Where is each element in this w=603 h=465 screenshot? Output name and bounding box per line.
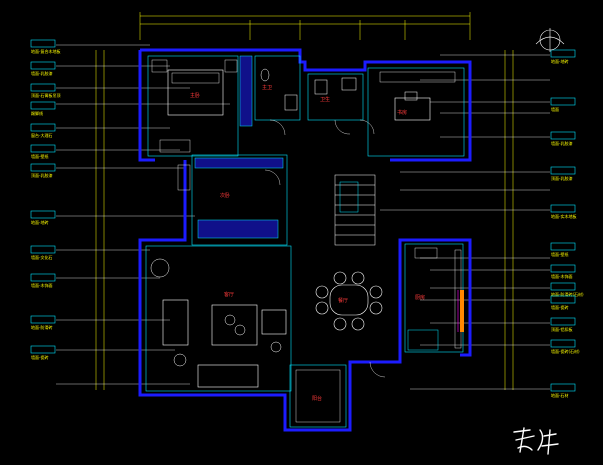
room-label-balcony: 阳台 <box>312 395 322 402</box>
room-label-study: 书房 <box>397 109 407 116</box>
right-tag: 地面-防滑砖(石材) <box>550 282 584 297</box>
room-label-kitchen: 厨房 <box>415 294 425 301</box>
right-tag-column: 地面-地砖 墙面 墙面-乳胶漆 顶面-乳胶漆 地面-实木地板 墙面-壁纸 墙面-… <box>550 49 584 398</box>
svg-text:墙面-壁纸: 墙面-壁纸 <box>31 153 48 159</box>
right-tag: 地面-地砖 <box>550 49 576 64</box>
second-bath: 卫生 <box>307 73 364 121</box>
left-tag: 地面-地砖 <box>30 210 56 225</box>
left-tag: 地面-防滑砖 <box>30 315 56 330</box>
master-bath: 主卫 <box>254 55 301 121</box>
left-tag: 顶面-石膏板吊顶 <box>30 83 60 98</box>
signature-logo <box>513 427 559 455</box>
svg-text:墙面-瓷砖: 墙面-瓷砖 <box>551 304 568 310</box>
door-swings <box>264 119 386 378</box>
svg-text:墙面-木饰面: 墙面-木饰面 <box>551 273 572 279</box>
svg-text:墙面-乳胶漆: 墙面-乳胶漆 <box>31 70 52 76</box>
dining-area: 餐厅 <box>315 271 383 331</box>
right-tag: 墙面-木饰面 <box>550 264 576 279</box>
kitchen: 厨房 <box>404 243 464 353</box>
svg-text:墙面-瓷砖: 墙面-瓷砖 <box>31 354 48 360</box>
left-tag: 踢脚线 <box>30 101 56 116</box>
room-label-master-bath: 主卫 <box>262 84 272 91</box>
svg-text:顶面-铝扣板: 顶面-铝扣板 <box>551 326 572 332</box>
study: 书房 <box>367 67 465 157</box>
right-tag: 地面-实木地板 <box>550 204 576 219</box>
left-tag: 窗台-大理石 <box>30 123 56 138</box>
left-tag: 墙面-文化石 <box>30 245 56 260</box>
north-arrow-icon <box>535 28 565 52</box>
svg-text:地面-防滑砖(石材): 地面-防滑砖(石材) <box>551 291 584 297</box>
master-bedroom: 主卧 <box>147 55 253 157</box>
svg-text:顶面-乳胶漆: 顶面-乳胶漆 <box>31 172 52 178</box>
svg-text:地面-地砖: 地面-地砖 <box>31 219 48 225</box>
svg-text:地面-地砖: 地面-地砖 <box>551 58 568 64</box>
leader-lines-left <box>56 44 230 385</box>
svg-text:窗台-大理石: 窗台-大理石 <box>31 132 52 138</box>
left-tag: 顶面-乳胶漆 <box>30 163 56 178</box>
svg-text:地面-防滑砖: 地面-防滑砖 <box>31 324 52 330</box>
second-bedroom: 次卧 <box>177 154 288 246</box>
svg-text:墙面-文化石: 墙面-文化石 <box>31 254 52 260</box>
stairs <box>334 174 376 246</box>
right-tag: 墙面-瓷砖(石材) <box>550 339 580 354</box>
right-tag: 顶面-乳胶漆 <box>550 166 576 181</box>
svg-text:顶面-乳胶漆: 顶面-乳胶漆 <box>551 175 572 181</box>
room-label-master-bedroom: 主卧 <box>190 92 200 99</box>
left-tag: 墙面-瓷砖 <box>30 345 56 360</box>
leader-lines-right <box>380 54 550 390</box>
svg-text:顶面-石膏板吊顶: 顶面-石膏板吊顶 <box>31 92 60 98</box>
svg-text:墙面-木饰面: 墙面-木饰面 <box>31 282 52 288</box>
svg-text:地面-石材: 地面-石材 <box>551 392 568 398</box>
right-tag: 地面-石材 <box>550 383 576 398</box>
right-tag: 墙面-乳胶漆 <box>550 131 576 146</box>
living-room: 客厅 <box>145 245 292 392</box>
svg-text:地面-复合木地板: 地面-复合木地板 <box>31 48 60 54</box>
room-label-living-room: 客厅 <box>224 291 234 298</box>
left-tag: 墙面-乳胶漆 <box>30 61 56 76</box>
left-tag: 墙面-壁纸 <box>30 144 56 159</box>
svg-text:墙面: 墙面 <box>551 106 559 112</box>
balcony: 阳台 <box>289 364 347 428</box>
left-tag: 地面-复合木地板 <box>30 39 60 54</box>
room-label-dining: 餐厅 <box>338 297 348 304</box>
svg-text:地面-实木地板: 地面-实木地板 <box>551 213 576 219</box>
top-dimension-lines <box>139 12 471 40</box>
right-tag: 墙面 <box>550 97 576 112</box>
left-tag: 墙面-木饰面 <box>30 273 56 288</box>
room-label-second-bedroom: 次卧 <box>220 192 230 199</box>
right-tag: 墙面-壁纸 <box>550 242 576 257</box>
svg-text:墙面-乳胶漆: 墙面-乳胶漆 <box>551 140 572 146</box>
left-tag-column: 地面-复合木地板 墙面-乳胶漆 顶面-石膏板吊顶 踢脚线 窗台-大理石 墙面-壁… <box>30 39 60 360</box>
right-tag: 墙面-瓷砖 <box>550 295 576 310</box>
svg-text:墙面-瓷砖(石材): 墙面-瓷砖(石材) <box>551 348 580 354</box>
right-tag: 顶面-铝扣板 <box>550 317 576 332</box>
side-dimension-lines <box>95 50 514 390</box>
svg-text:踢脚线: 踢脚线 <box>31 110 43 116</box>
room-label-second-bath: 卫生 <box>320 96 330 103</box>
svg-text:墙面-壁纸: 墙面-壁纸 <box>551 251 568 257</box>
